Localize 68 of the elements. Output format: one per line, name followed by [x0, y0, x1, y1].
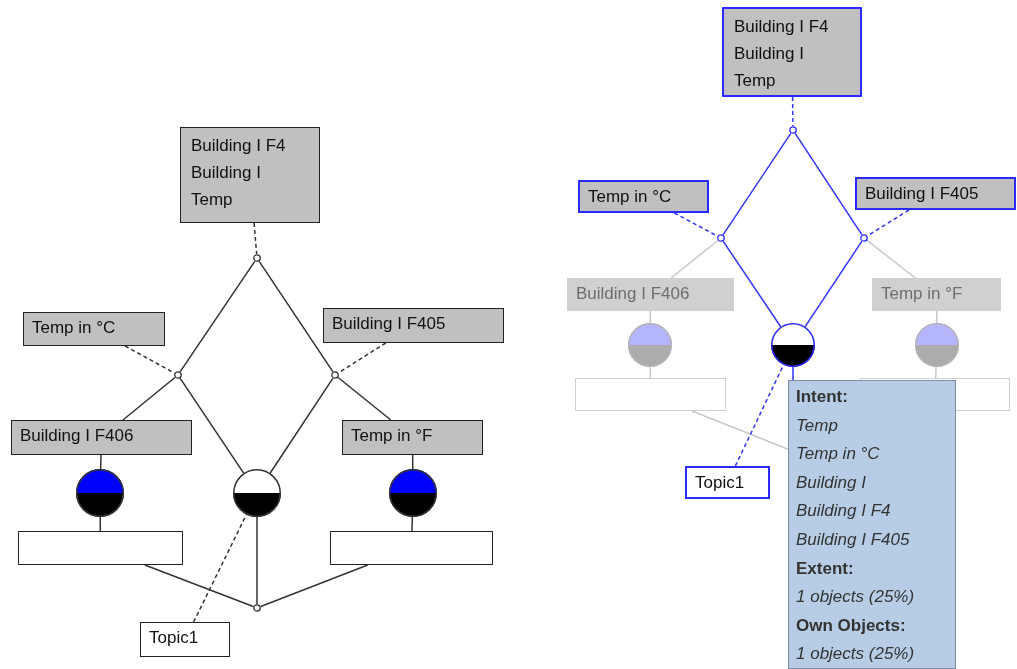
connector-line: [794, 132, 863, 236]
object-label-box: [330, 531, 493, 565]
connector-line: [260, 564, 369, 608]
connector-line: [804, 240, 863, 328]
dashed-connector: [734, 364, 785, 467]
connector-line: [256, 516, 258, 605]
label-box: [11, 420, 192, 455]
connector-line: [269, 377, 334, 474]
node-label: Building I F406: [20, 425, 135, 447]
connector-line: [670, 239, 719, 279]
connector-line: [722, 240, 782, 328]
label-box: [23, 312, 165, 346]
connector-line: [99, 516, 102, 532]
tooltip-item: Temp in °C: [796, 443, 881, 466]
connector-line: [122, 376, 176, 421]
node-label: Temp in °C: [588, 186, 673, 208]
connector-line: [99, 454, 102, 470]
tooltip-item: Building I F4: [796, 500, 892, 523]
connector-line: [179, 377, 245, 474]
tooltip-panel: [788, 380, 956, 669]
node-label: Temp in °F: [351, 425, 434, 447]
connector-line: [649, 310, 652, 324]
node-label: Topic1: [695, 472, 746, 494]
label-box: [140, 622, 230, 657]
label-box: [567, 278, 734, 311]
connector-line: [411, 516, 414, 532]
connector-line: [934, 366, 937, 379]
tooltip-item: 1 objects (25%): [796, 643, 916, 666]
dashed-connector: [791, 96, 794, 127]
dashed-connector: [253, 222, 258, 255]
tooltip-heading: Intent:: [796, 386, 849, 408]
tooltip-heading: Extent:: [796, 557, 855, 580]
node-label: Temp: [191, 189, 234, 211]
node-label: Building I F406: [576, 283, 691, 305]
tooltip-item: 1 objects (25%): [796, 586, 916, 609]
label-box: [578, 180, 709, 213]
connector-line: [866, 239, 917, 279]
label-box: [323, 308, 504, 343]
node-label: Temp in °C: [32, 317, 117, 339]
connector-line: [691, 410, 789, 450]
node-label: Building I: [191, 162, 262, 184]
node-label: Building I F405: [332, 313, 447, 335]
tooltip-item: Building I F405: [796, 528, 911, 551]
node-label: Temp: [734, 70, 777, 92]
node-label: Topic1: [149, 627, 200, 649]
tooltip-heading: Own Objects:: [796, 614, 907, 637]
label-box: [722, 7, 862, 97]
dashed-connector: [124, 345, 176, 374]
connector-line: [722, 132, 792, 236]
label-box: [855, 177, 1016, 210]
connector-line: [258, 260, 334, 373]
node-label: Building I F405: [865, 183, 980, 205]
node-label: Building I: [734, 43, 805, 65]
connector-line: [792, 366, 794, 381]
label-box: [342, 420, 483, 455]
tooltip-item: Temp: [796, 414, 839, 437]
label-box: [685, 466, 770, 499]
connector-line: [144, 564, 254, 608]
node-label: Building I F4: [734, 16, 830, 38]
object-label-box: [575, 378, 726, 411]
object-label-box: [18, 531, 183, 565]
tooltip-item: Building I: [796, 471, 867, 494]
node-label: Building I F4: [191, 135, 287, 157]
label-box: [180, 127, 320, 223]
node-label: Temp in °F: [881, 283, 964, 305]
connector-line: [337, 376, 392, 421]
label-box: [872, 278, 1001, 311]
connector-line: [179, 260, 256, 373]
